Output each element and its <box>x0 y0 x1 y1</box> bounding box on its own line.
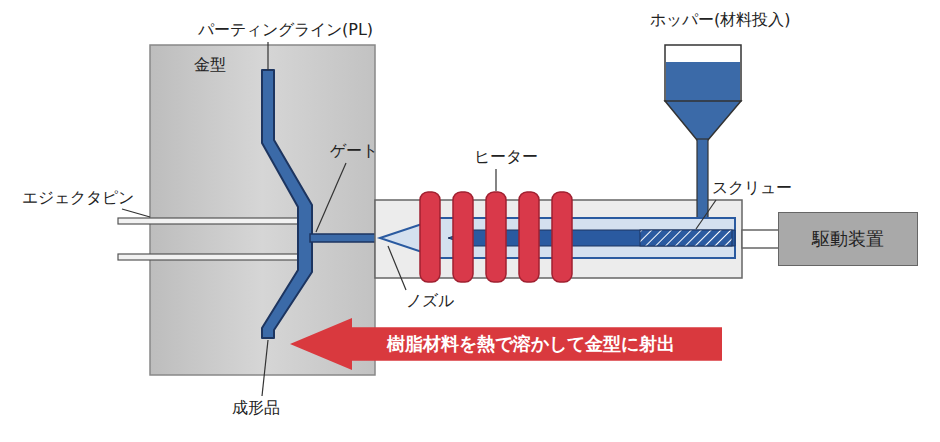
node-text: 樹脂材料を熱で溶かして金型に射出 <box>387 333 675 356</box>
part-label: スクリュー <box>712 178 792 198</box>
hopper-stem <box>697 139 708 219</box>
node-text: ホッパー(材料投入) <box>650 10 820 30</box>
heaters <box>420 192 572 282</box>
screw-flight <box>640 230 732 246</box>
node-text: 駆動装置 <box>812 228 884 251</box>
drive-unit-box: 駆動装置 <box>778 212 918 266</box>
ejector-pin <box>118 218 300 224</box>
part-label: ノズル <box>406 291 454 311</box>
drive-rod <box>742 230 780 248</box>
part-label: ヒーター <box>474 147 538 167</box>
part-label: エジェクタピン <box>22 188 134 208</box>
hopper-funnel <box>665 101 741 140</box>
mold-cavity <box>262 70 312 338</box>
hopper-box <box>665 45 741 101</box>
red-arrow-banner: 樹脂材料を熱で溶かして金型に射出 <box>290 318 722 370</box>
part-label: パーティングライン(PL) <box>198 20 373 40</box>
sprue <box>310 234 380 242</box>
ejector-pin <box>118 254 300 260</box>
hopper-material <box>666 62 740 101</box>
node-text: 金型 <box>194 55 375 75</box>
part-label: 成形品 <box>232 398 280 418</box>
leader-lines <box>122 42 716 396</box>
part-label: ゲート <box>330 141 378 161</box>
hopper-heading: ホッパー(材料投入) <box>640 6 820 36</box>
